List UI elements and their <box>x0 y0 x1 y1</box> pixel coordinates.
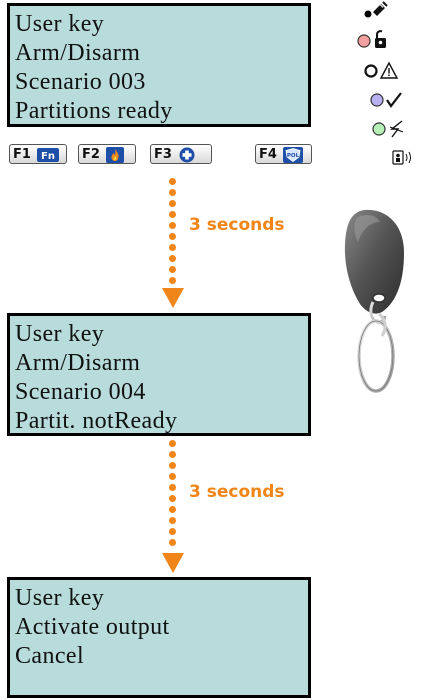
led-red <box>357 34 371 48</box>
lcd-line: Arm/Disarm <box>15 40 141 66</box>
key-icon <box>364 1 388 18</box>
f2-button[interactable]: F2 <box>78 144 136 164</box>
arrow-down-icon <box>162 288 184 308</box>
lcd-line <box>15 671 308 700</box>
f3-label: F3 <box>154 147 172 162</box>
lcd-screen-3: User key Activate output Cancel <box>7 577 311 698</box>
proximity-reader-icon <box>392 150 411 165</box>
lcd-line: Partit. notReady <box>15 408 178 434</box>
f1-label: F1 <box>13 147 31 162</box>
delay-label-1: 3 seconds <box>189 215 285 235</box>
arrow-down-icon <box>162 553 184 573</box>
keyfob-tag-icon <box>344 209 404 393</box>
led-white <box>364 64 378 78</box>
indicator-ready <box>370 90 408 110</box>
indicator-power <box>372 119 410 139</box>
lcd-screen-2: User key Arm/Disarm Scenario 004 Partit.… <box>7 313 311 436</box>
indicator-key <box>363 0 393 20</box>
flame-icon <box>106 147 125 163</box>
warning-triangle-icon <box>379 61 399 79</box>
dotted-line <box>169 178 177 288</box>
lcd-line: Activate output <box>15 614 170 640</box>
f3-button[interactable]: F3 <box>150 144 212 164</box>
lcd-screen-1: User key Arm/Disarm Scenario 003 Partiti… <box>7 3 311 127</box>
function-keys: F1 Fn F2 F3 F4 POL <box>0 144 325 166</box>
f1-badge-text: Fn <box>41 151 55 162</box>
lcd-line: Partitions ready <box>15 98 173 124</box>
lcd-line: Arm/Disarm <box>15 350 141 376</box>
lcd-line: Cancel <box>15 643 85 669</box>
unlocked-padlock-icon <box>375 30 386 48</box>
f4-label: F4 <box>259 147 277 162</box>
f1-button[interactable]: F1 Fn <box>9 144 67 164</box>
f4-badge-text: POL <box>287 153 300 159</box>
indicator-panel <box>355 0 435 200</box>
lcd-line: Scenario 004 <box>15 379 146 405</box>
lcd-line: User key <box>15 585 105 611</box>
led-violet <box>370 93 384 107</box>
led-green <box>372 122 386 136</box>
f4-button[interactable]: F4 POL <box>255 144 312 164</box>
lcd-line: User key <box>15 321 105 347</box>
transition-arrow-1 <box>162 178 184 308</box>
indicator-warning <box>364 61 402 81</box>
checkmark-icon <box>386 92 402 108</box>
medical-cross-icon <box>179 147 195 163</box>
lcd-line: Scenario 003 <box>15 69 146 95</box>
lightning-bolt-icon <box>389 120 404 138</box>
indicator-unlock <box>357 29 393 49</box>
dotted-line <box>169 440 177 550</box>
fn-icon: Fn <box>37 148 60 162</box>
transition-arrow-2 <box>162 440 184 575</box>
delay-label-2: 3 seconds <box>189 482 285 502</box>
f2-label: F2 <box>82 147 100 162</box>
indicator-proximity <box>388 148 426 168</box>
police-badge-icon: POL <box>283 147 304 163</box>
lcd-line: User key <box>15 11 105 37</box>
